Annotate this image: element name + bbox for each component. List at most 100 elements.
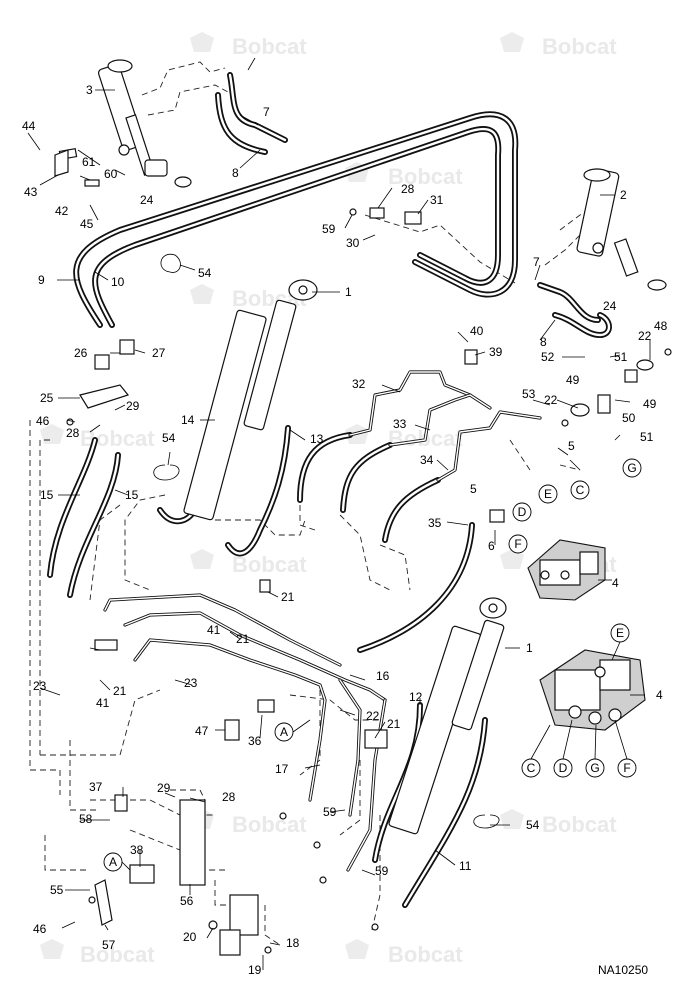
part-label: 28 [222,790,236,804]
callout-d: D [512,502,532,522]
watermark-logo: Bobcat [345,939,463,967]
callout-a: A [274,722,294,742]
part-label: 15 [40,488,54,502]
svg-text:D: D [559,761,568,775]
part-label: 26 [74,346,88,360]
callout-f: F [617,758,637,778]
part-label: 7 [263,105,270,119]
callout-c: C [521,758,541,778]
part-label: 23 [184,676,198,690]
part-label: 16 [376,669,390,683]
part-label: 41 [96,696,110,710]
part-label: 3 [86,83,93,97]
watermark-text: Bobcat [388,942,463,967]
part-label: 6 [488,539,495,553]
part-label: 33 [393,417,407,431]
part-label: 57 [102,938,116,952]
hose-32-33-34 [297,432,441,543]
watermark-logo: Bobcat [190,809,307,837]
part-label: 4 [612,576,619,590]
part-label: 29 [126,399,140,413]
part-label: 61 [82,155,96,169]
part-label: 24 [140,193,154,207]
part-label: 48 [654,319,668,333]
callout-e: E [538,484,558,504]
part-label: 42 [55,204,69,218]
cylinder-2 [576,168,667,291]
part-label: 49 [643,397,657,411]
svg-text:E: E [616,626,624,640]
valve-4-upper [527,539,606,601]
tie-strap-group [153,253,500,829]
part-label: 25 [40,391,54,405]
svg-text:G: G [627,461,636,475]
part-label: 15 [125,488,139,502]
part-label: 59 [323,805,337,819]
part-label: 24 [603,299,617,313]
svg-text:E: E [544,487,552,501]
watermark-text: Bobcat [232,552,307,577]
part-label: 39 [489,345,503,359]
drawing-code: NA10250 [598,963,648,977]
part-label: 55 [50,883,64,897]
part-label: 40 [470,324,484,338]
watermark-text: Bobcat [80,942,155,967]
leader-lines [27,57,651,970]
cylinder-3 [97,59,192,188]
callout-e: E [610,623,630,643]
hose-15 [47,437,121,598]
part-label: 54 [162,431,176,445]
part-label: 4 [656,688,663,702]
part-label: 36 [248,734,262,748]
part-label: 51 [614,350,628,364]
valve-4-lower [539,649,646,731]
part-label: 51 [640,430,654,444]
watermark-logo: Bobcat [190,32,307,59]
part-label: 37 [89,780,103,794]
hose-35 [357,522,475,653]
callout-f: F [508,534,528,554]
part-label: 20 [183,930,197,944]
part-label: 46 [33,922,47,936]
part-label: 11 [459,859,472,873]
part-label: 59 [322,222,336,236]
part-label: 28 [66,426,80,440]
part-label: 1 [345,285,352,299]
part-label: 2 [620,188,627,202]
part-label: 32 [352,377,366,391]
part-label: 7 [533,255,540,269]
cylinder-1-lower [388,597,507,835]
hose-9-10 [73,111,519,328]
part-label: 31 [430,193,444,207]
part-label: 8 [540,335,547,349]
watermark-text: Bobcat [232,812,307,837]
part-label: 60 [104,167,118,181]
callout-g: G [585,758,605,778]
part-label: 17 [275,762,289,776]
part-label: 38 [130,843,144,857]
svg-text:C: C [576,483,585,497]
watermark-logo: Bobcat [500,32,617,59]
part-label: 9 [38,273,45,287]
part-label: 53 [522,387,536,401]
part-label: 30 [346,236,360,250]
svg-text:C: C [527,761,536,775]
watermark-text: Bobcat [388,164,463,189]
part-label: 49 [566,373,580,387]
part-label: 50 [622,411,636,425]
part-label: 59 [375,864,389,878]
part-label: 29 [157,781,171,795]
part-label: 8 [232,166,239,180]
part-label: 14 [181,413,195,427]
watermark-text: Bobcat [542,34,617,59]
svg-text:D: D [518,505,527,519]
svg-text:A: A [109,855,117,869]
part-label: 43 [24,185,38,199]
watermark-text: Bobcat [542,812,617,837]
part-label: 5 [568,439,575,453]
part-label: 44 [22,119,36,133]
part-label: 21 [236,632,250,646]
part-label: 35 [428,516,442,530]
small-fittings [54,147,672,956]
